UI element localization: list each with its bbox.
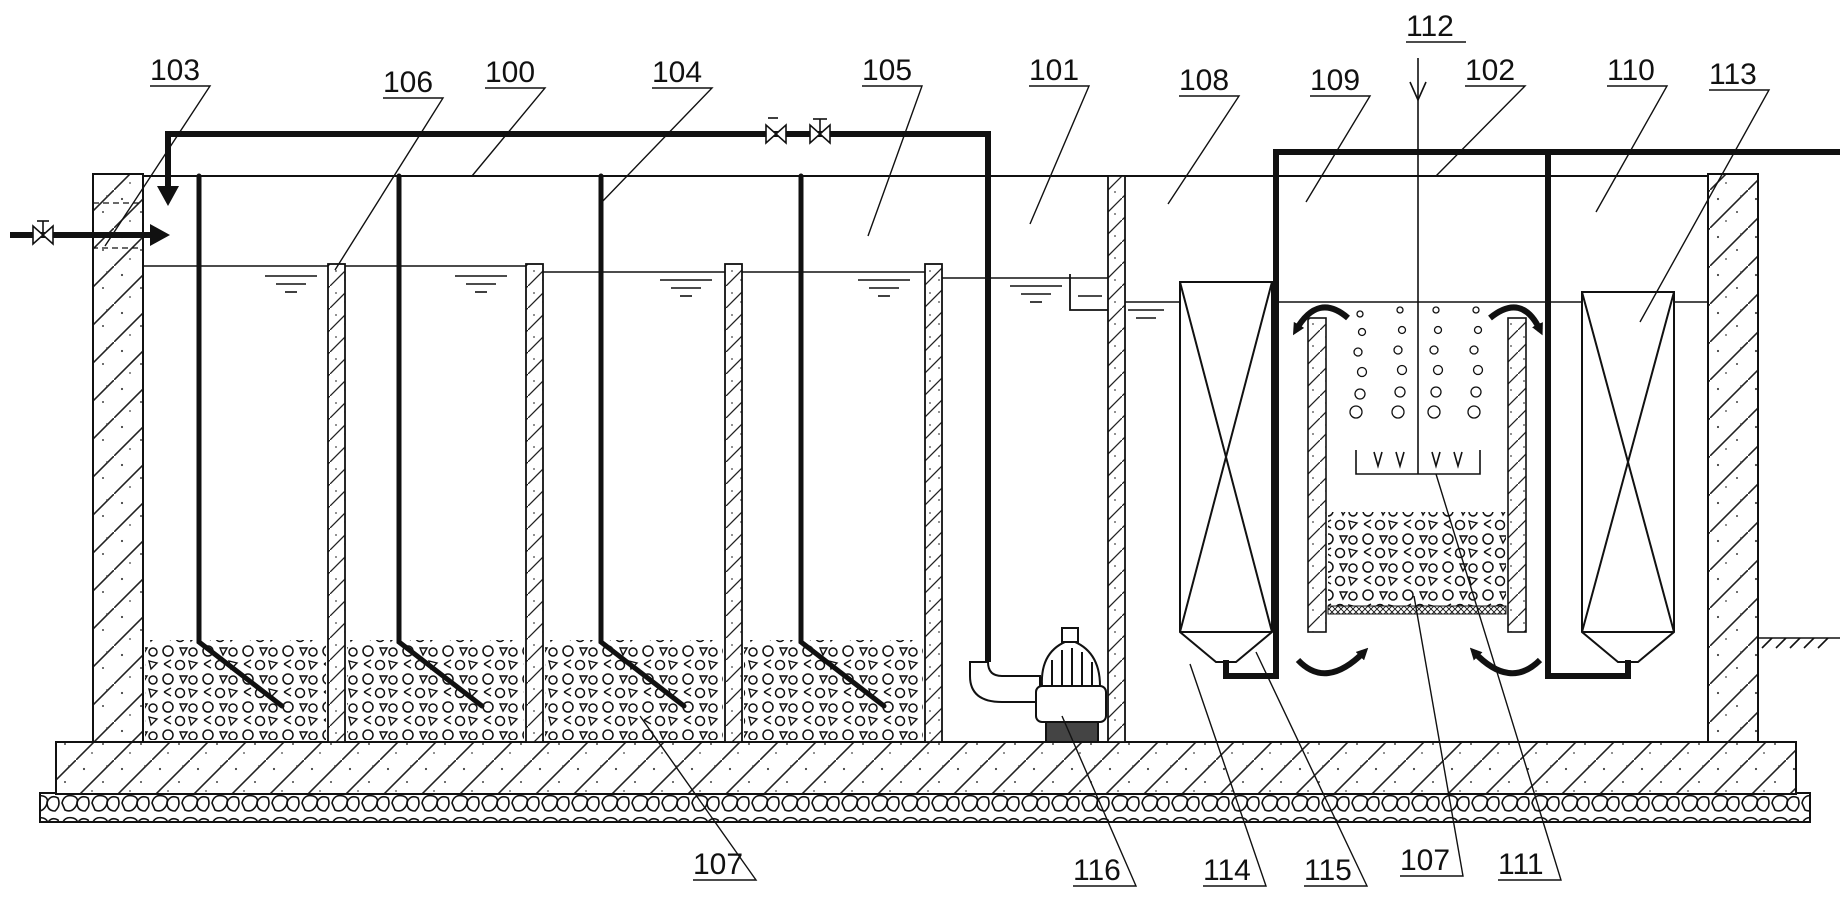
submersible-pump-icon — [969, 627, 1107, 743]
inlet-valve-icon — [32, 220, 54, 246]
inlet-arrowhead — [150, 224, 170, 246]
label-110: 110 — [1607, 54, 1655, 87]
base-slab — [55, 741, 1797, 795]
left-outer-wall — [92, 173, 144, 743]
filler-bed-1 — [145, 640, 326, 740]
label-107-left: 107 — [693, 848, 743, 881]
label-113: 113 — [1709, 58, 1757, 91]
return-pipe — [165, 131, 991, 662]
filler-bed-2 — [347, 640, 524, 740]
label-104: 104 — [652, 56, 702, 89]
label-116: 116 — [1073, 854, 1121, 887]
inlet-sleeve — [92, 202, 144, 249]
label-100: 100 — [485, 56, 535, 89]
air-inlet-arrowhead — [1409, 81, 1427, 102]
partition-wall-3 — [724, 263, 743, 743]
label-108: 108 — [1179, 64, 1229, 97]
aerator-icon — [1355, 450, 1481, 475]
water-level-symbols — [265, 275, 1164, 319]
label-111: 111 — [1498, 848, 1544, 881]
gate-valve-icon — [809, 118, 831, 145]
reactor-wall-left — [1307, 317, 1327, 633]
filter-column-left — [1179, 281, 1273, 663]
leader-lines — [104, 41, 1771, 887]
label-109: 109 — [1310, 64, 1360, 97]
label-112: 112 — [1406, 10, 1454, 43]
label-106: 106 — [383, 66, 433, 99]
label-105: 105 — [862, 54, 912, 87]
overflow-weir — [1069, 274, 1108, 311]
check-valve-icon — [765, 117, 787, 145]
label-103: 103 — [150, 54, 200, 87]
carrier-bed — [1328, 512, 1506, 606]
reactor-wall-right — [1507, 317, 1527, 633]
label-101: 101 — [1029, 54, 1079, 87]
circulation-arrows — [1292, 304, 1543, 677]
label-115: 115 — [1304, 854, 1352, 887]
filler-bed-3 — [545, 640, 723, 740]
partition-wall-2 — [525, 263, 544, 743]
partition-wall-1 — [327, 263, 346, 743]
filler-bed-4 — [744, 640, 923, 740]
discharge-pipe-left — [1223, 149, 1631, 679]
gravel-bedding — [39, 792, 1811, 823]
partition-wall-4 — [924, 263, 943, 743]
air-bubbles — [1349, 306, 1484, 419]
right-outer-wall — [1707, 173, 1759, 743]
filter-column-right — [1581, 291, 1675, 663]
baffle-pipes — [196, 173, 887, 709]
return-arrowhead — [157, 186, 179, 206]
label-107-right: 107 — [1400, 844, 1450, 877]
label-102: 102 — [1465, 54, 1515, 87]
ground-line — [1758, 637, 1840, 649]
label-114: 114 — [1203, 854, 1251, 887]
partition-wall-5 — [1107, 175, 1126, 743]
